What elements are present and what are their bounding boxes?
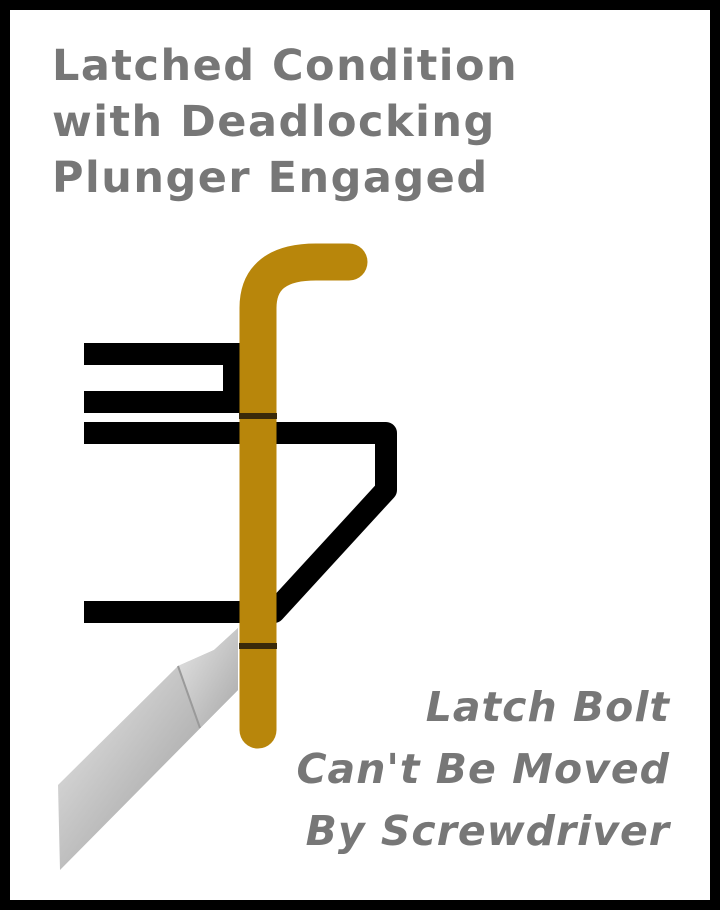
- title-line-2: with Deadlocking: [52, 97, 496, 147]
- screwdriver-tip-edge: [177, 665, 201, 729]
- diagram-title: Latched Condition with Deadlocking Plung…: [52, 38, 518, 206]
- caption-line-3: By Screwdriver: [305, 807, 670, 855]
- plunger-body: [239, 243, 368, 749]
- title-line-3: Plunger Engaged: [52, 153, 489, 203]
- strike-plate: [84, 343, 397, 623]
- caption-line-2: Can't Be Moved: [296, 745, 670, 793]
- screwdriver: [58, 628, 238, 870]
- screwdriver-tip: [178, 628, 238, 728]
- latch-bolt-outline: [84, 422, 397, 623]
- deadlocking-plunger: [239, 243, 368, 749]
- title-line-1: Latched Condition: [52, 41, 519, 91]
- caption-line-1: Latch Bolt: [425, 683, 670, 731]
- diagram-caption: Latch Bolt Can't Be Moved By Screwdriver: [296, 676, 670, 862]
